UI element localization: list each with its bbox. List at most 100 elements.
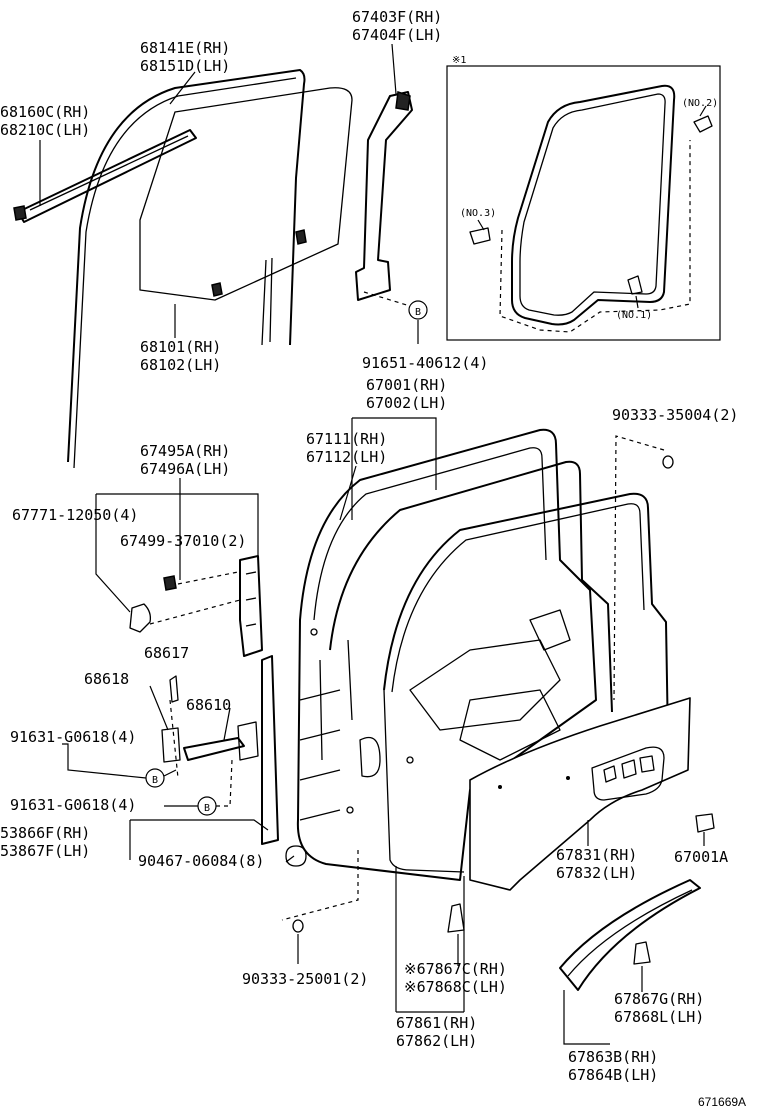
door-glass xyxy=(139,87,353,301)
armrest-recess xyxy=(591,746,665,801)
label-no3: (NO.3) xyxy=(460,208,496,219)
glass-run-channel-inner xyxy=(73,77,297,469)
callout-b-2 xyxy=(145,768,165,788)
trim-hole-1 xyxy=(498,785,502,789)
label-67861: 67861(RH) xyxy=(396,1014,477,1032)
label-67499: 67499-37010(2) xyxy=(120,532,246,550)
leader-no1 xyxy=(635,295,639,309)
leader-no3 xyxy=(477,219,485,231)
door-check-bracket xyxy=(237,721,259,761)
armrest-switch-holes xyxy=(603,755,655,783)
label-91651: 91651-40612(4) xyxy=(362,354,488,372)
clip-67867g xyxy=(633,941,651,965)
inset-weatherstrip-detail xyxy=(446,65,721,341)
door-hinge-body xyxy=(161,727,181,763)
door-outer-frame xyxy=(296,428,597,881)
hinge-pin xyxy=(169,675,179,703)
label-68210: 68210C(LH) xyxy=(0,121,90,139)
label-68141: 68141E(RH) xyxy=(140,39,230,57)
belt-moulding-clip xyxy=(13,205,27,221)
label-67001a: 67001A xyxy=(674,848,728,866)
inset-clip-no3 xyxy=(469,227,491,245)
label-68617: 68617 xyxy=(144,644,189,662)
door-shell-ribs xyxy=(299,689,341,821)
bezel-bracket xyxy=(163,575,177,591)
dash-91651 xyxy=(363,291,411,307)
label-67403: 67403F(RH) xyxy=(352,8,442,26)
glass-rear-guide xyxy=(261,257,273,346)
leader-67111 xyxy=(339,465,357,521)
door-shell-rails xyxy=(319,639,353,761)
door-weatherstrip-inner xyxy=(391,503,645,693)
door-inner-panel-hole-c xyxy=(359,736,381,778)
trim-hole-2 xyxy=(566,776,570,780)
door-plug-bottom xyxy=(285,845,307,867)
label-68618: 68618 xyxy=(84,670,129,688)
inside-handle-knob xyxy=(129,603,152,633)
leader-67861 xyxy=(395,866,465,1013)
division-bar-cap xyxy=(395,90,411,111)
label-no2: (NO.2) xyxy=(682,98,718,109)
label-no1: (NO.1) xyxy=(616,310,652,321)
inset-weatherstrip-inner xyxy=(519,93,666,316)
callout-b-group: B B B xyxy=(145,300,428,816)
belt-moulding-line xyxy=(29,135,189,211)
clip-67867c xyxy=(447,903,465,933)
catalog-id: 671669A xyxy=(698,1095,746,1109)
label-67831: 67831(RH) xyxy=(556,846,637,864)
label-67495: 67495A(RH) xyxy=(140,442,230,460)
label-67771: 67771-12050(4) xyxy=(12,506,138,524)
inset-weatherstrip-outer xyxy=(511,84,676,326)
hole-plug-upper xyxy=(662,455,674,469)
label-90333-25001: 90333-25001(2) xyxy=(242,970,368,988)
door-inner-panel-hole-b xyxy=(459,689,561,761)
label-67404: 67404F(LH) xyxy=(352,26,442,44)
scuff-plate-moulding-line xyxy=(567,889,693,977)
door-weatherstrip xyxy=(383,492,669,741)
bezel-details xyxy=(245,571,257,627)
label-91631-b: 91631-G0618(4) xyxy=(10,796,136,814)
callout-b-2-text: B xyxy=(152,775,158,786)
inset-clip-no1 xyxy=(627,275,643,295)
door-weatherstrip-bottom xyxy=(383,689,465,873)
division-bar-body xyxy=(355,91,413,301)
door-outer-frame-inner xyxy=(313,447,547,621)
label-67867g: 67867G(RH) xyxy=(614,990,704,1008)
door-inner-frame xyxy=(329,460,613,713)
label-68151: 68151D(LH) xyxy=(140,57,230,75)
door-hinge-parts xyxy=(129,455,715,991)
door-shell-hole-2 xyxy=(346,806,354,814)
leader-67001 xyxy=(351,417,437,520)
leader-67863 xyxy=(563,990,610,1045)
inset-clip-no2 xyxy=(693,115,713,133)
label-67001: 67001(RH) xyxy=(366,376,447,394)
leader-53866 xyxy=(129,819,269,860)
leader-67771 xyxy=(95,493,259,613)
door-division-bar xyxy=(355,90,413,301)
door-check-strap xyxy=(183,737,245,761)
label-67496: 67496A(LH) xyxy=(140,460,230,478)
leader-68141 xyxy=(169,71,196,105)
callout-b-1-text: B xyxy=(415,307,421,318)
door-inner-panel-hole-d xyxy=(529,609,571,651)
door-inner-panel-hole-a xyxy=(409,639,561,731)
label-67868c: ※67868C(LH) xyxy=(404,978,507,996)
inset-frame xyxy=(446,65,721,341)
dash-67771 xyxy=(149,571,241,625)
label-68160: 68160C(RH) xyxy=(0,103,90,121)
dash-68617 xyxy=(169,699,179,779)
label-68610: 68610 xyxy=(186,696,231,714)
label-67867c: ※67867C(RH) xyxy=(404,960,507,978)
label-67832: 67832(LH) xyxy=(556,864,637,882)
callout-b-3-text: B xyxy=(204,803,210,814)
front-door-weatherstrip xyxy=(261,655,279,845)
leader-lines xyxy=(39,43,705,1045)
leader-90467 xyxy=(285,855,295,863)
label-67002: 67002(LH) xyxy=(366,394,447,412)
label-90467: 90467-06084(8) xyxy=(138,852,264,870)
door-handle-bezel xyxy=(239,555,263,657)
leader-67403 xyxy=(391,43,397,95)
trim-board-body xyxy=(469,697,691,891)
